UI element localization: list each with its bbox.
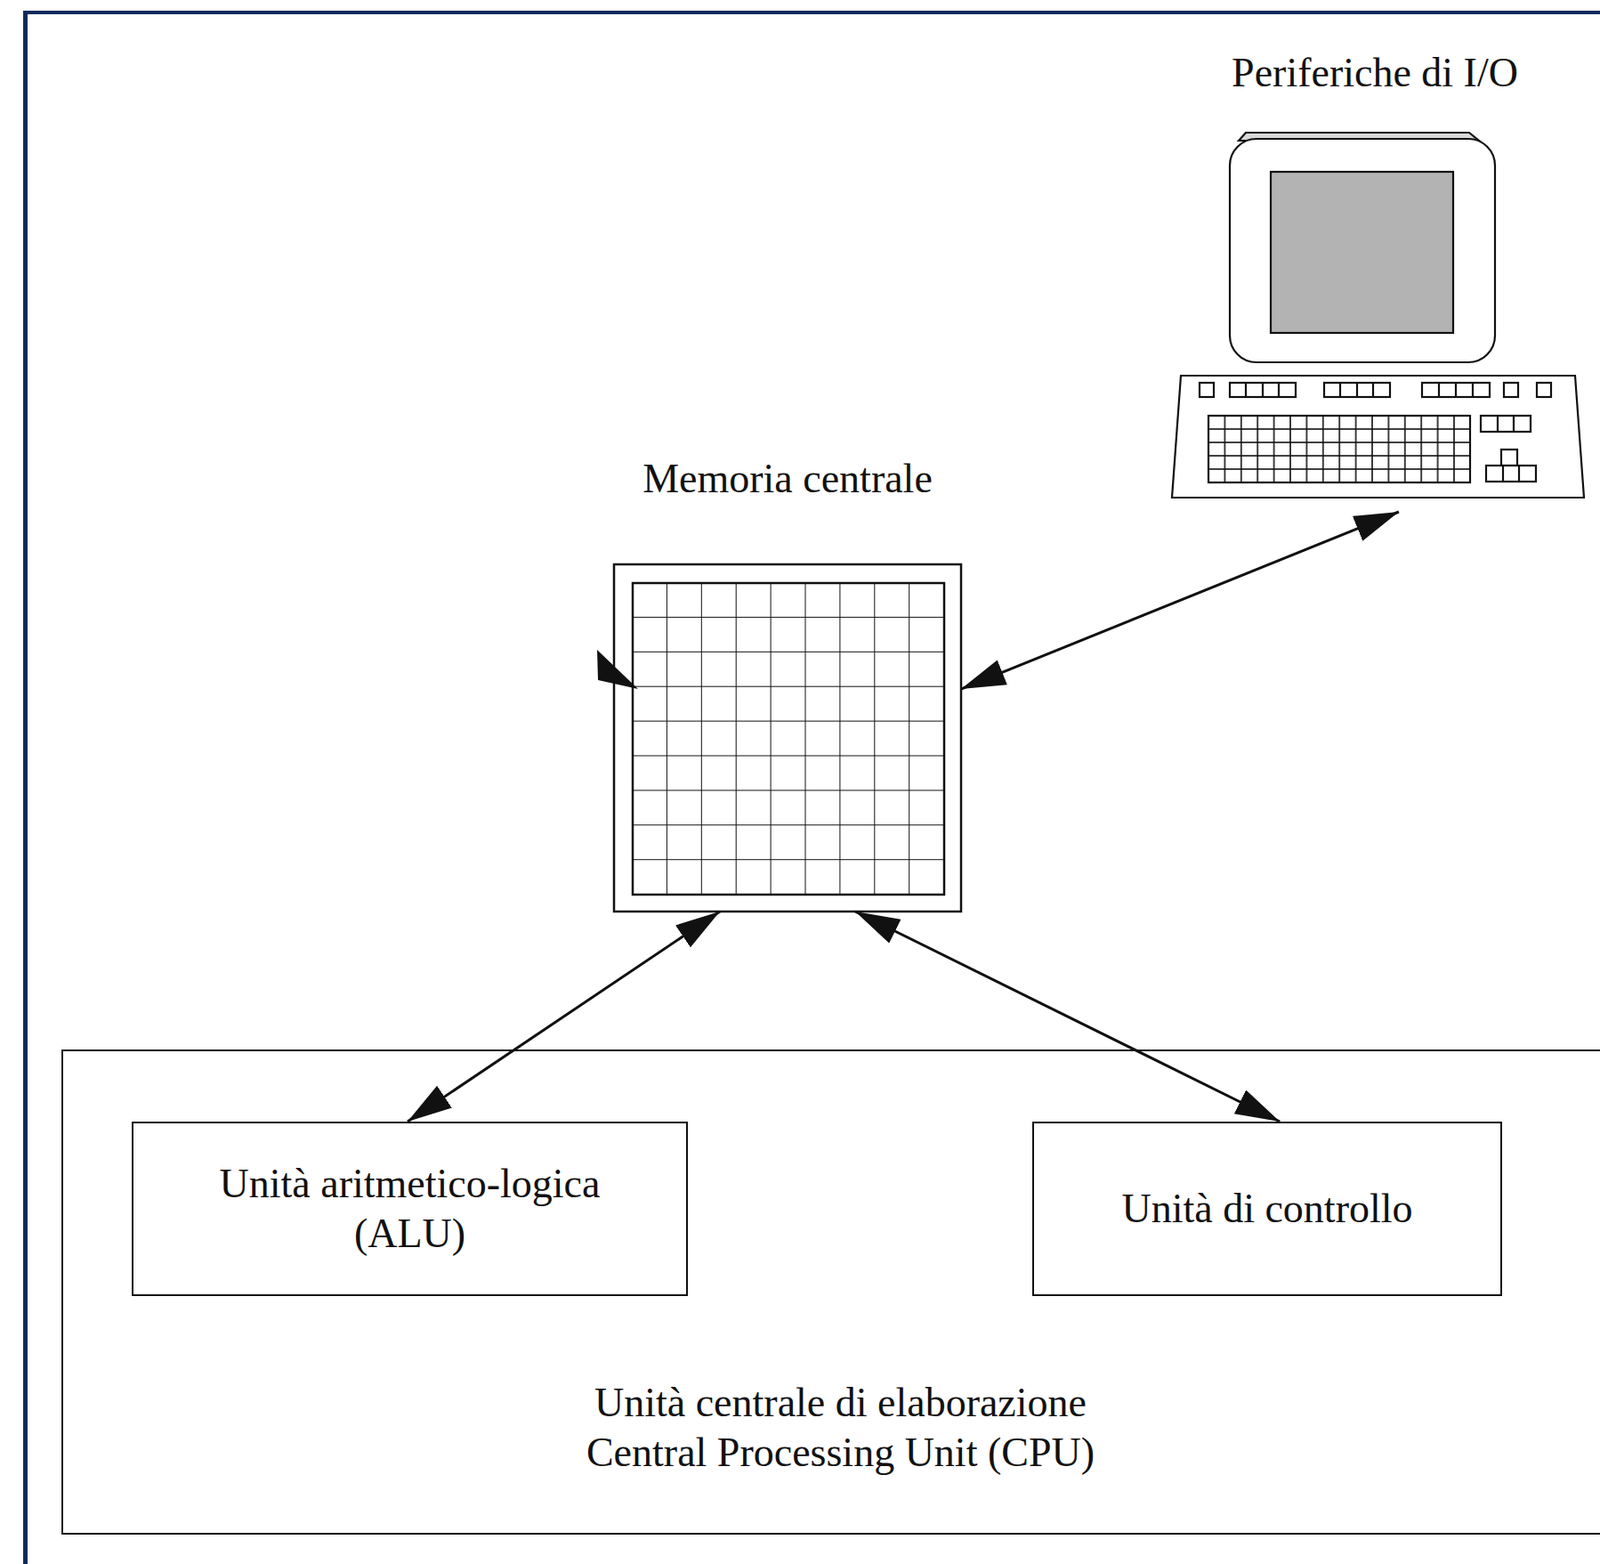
control-unit-box: Unità di controllo xyxy=(1032,1121,1503,1296)
node-label: Unità centrale di elaborazione xyxy=(63,1377,1600,1428)
stray-arrowhead xyxy=(597,649,639,689)
memory-grid xyxy=(614,564,962,912)
alu-box: Unità aritmetico-logica (ALU) xyxy=(131,1121,688,1296)
text-holder: Unità aritmetico-logica (ALU) xyxy=(193,1158,627,1259)
node-heading: Memoria centrale xyxy=(614,453,962,504)
computer-illustration xyxy=(1171,132,1584,498)
bidirectional-arrow xyxy=(855,911,1280,1122)
node-heading: Periferiche di I/O xyxy=(1156,48,1593,98)
node-label: Unità aritmetico-logica (ALU) xyxy=(193,1158,627,1259)
text-holder: Periferiche di I/O xyxy=(1156,48,1593,98)
node-label: Unità di controllo xyxy=(1121,1183,1413,1234)
cpu-box: Unità centrale di elaborazioneCentral Pr… xyxy=(61,1049,1600,1535)
text-holder: Unità di controllo xyxy=(1121,1183,1413,1234)
bidirectional-arrow xyxy=(961,511,1399,689)
io-peripheral: Periferiche di I/O xyxy=(1156,35,1593,512)
bidirectional-arrow xyxy=(407,911,720,1122)
central-memory: Memoria centrale xyxy=(614,444,962,912)
text-holder: Unità centrale di elaborazioneCentral Pr… xyxy=(63,1377,1600,1478)
text-holder: Memoria centrale xyxy=(614,453,962,504)
node-label: Central Processing Unit (CPU) xyxy=(63,1427,1600,1478)
